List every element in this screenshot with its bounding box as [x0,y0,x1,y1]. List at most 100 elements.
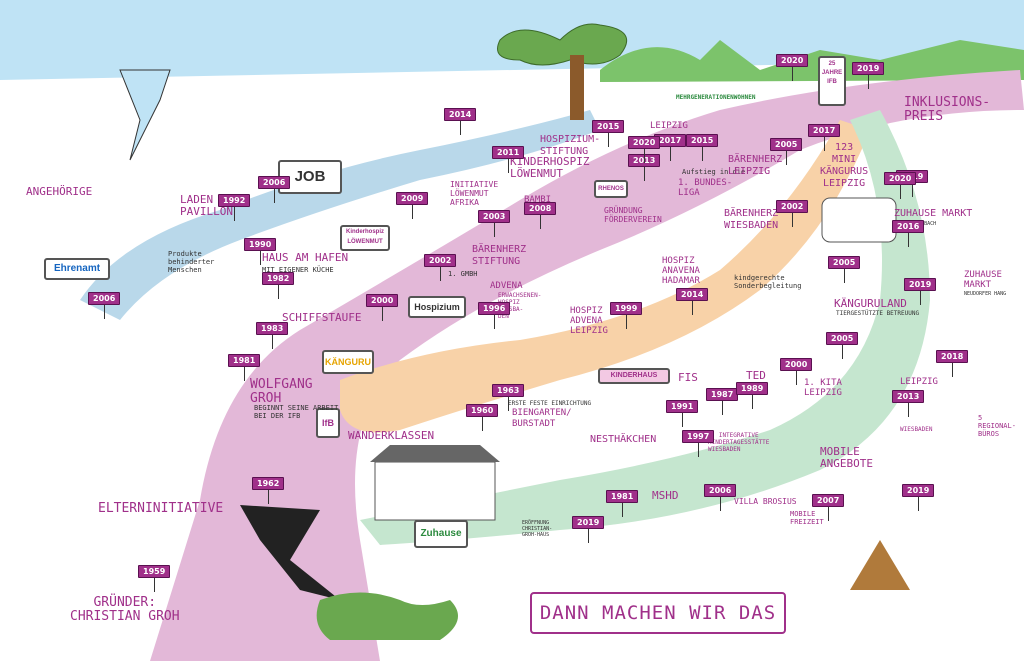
zuhause-markt2-sub-label: NEUDORFER HANG [964,291,1007,297]
hospiz-leipzig-label: HOSPIZ ADVENA LEIPZIG [570,306,608,336]
eroeffnung-label: ERÖFFNUNG CHRISTIAN- GROH-HAUS [522,520,553,538]
ifb-sign: IfB [316,408,340,438]
treeline [600,40,1024,82]
laden-pavillon-label: LADEN PAVILLON [180,193,233,218]
barenherz-leipzig-label: BÄRENHERZ LEIPZIG [728,154,783,177]
hospizium-stiftung-label: HOSPIZIUM- STIFTUNG [540,134,601,157]
year-marker: 2019 [852,62,885,89]
year-marker: 2005 [826,332,859,359]
wanderklassen-label: WANDERKLASSEN [348,429,435,442]
year-marker: 2006 [704,484,737,511]
year-marker: 1996 [478,302,511,329]
year-marker: 1983 [256,322,289,349]
kindgerechte-label: kindgerechte Sonderbegleitung [734,274,802,290]
year-marker: 2020 [776,54,809,81]
hut [850,540,910,590]
crack-top [119,69,171,161]
year-marker: 2011 [492,146,525,173]
mobile-angebote-label: MOBILE ANGEBOTE [820,445,873,470]
bus [821,197,897,243]
inklusionspreis-label: INKLUSIONS- PREIS [904,95,991,124]
bush [316,592,458,640]
path-blue [80,110,600,320]
integrative-kita-label: 1. INTEGRATIVE KINDERTAGESSTÄTTE WIESBAD… [708,432,770,453]
year-marker: 2016 [892,220,925,247]
villa-brosius-label: VILLA BROSIUS [734,497,797,506]
year-marker: 2005 [828,256,861,283]
year-marker: 2000 [366,294,399,321]
nesthaekchen-label: NESTHÄKCHEN [590,434,657,445]
tree-crown [497,23,628,66]
zuhause-sign: Zuhause [414,520,468,548]
produkte-label: Produkte behinderter Menschen [168,250,215,274]
fis-label: FIS [678,371,698,384]
year-marker: 2000 [780,358,813,385]
year-marker: 2019 [572,516,605,543]
kinderhospiz-loewenmut-label: KINDERHOSPIZ LÖWENMUT [510,155,590,180]
year-marker: 2009 [396,192,429,219]
tree-trunk [570,55,584,120]
year-marker: 2014 [676,288,709,315]
regional-bueros-label: 5 REGIONAL- BÜROS [978,414,1016,438]
year-marker: 2003 [478,210,511,237]
schiffstaufe-label: SCHIFFSTAUFE [282,311,362,324]
year-marker: 1997 [682,430,715,457]
path-green [360,110,930,545]
initiative-loewenmut-label: INITIATIVE LÖWENMUT AFRIKA [450,180,499,207]
barenherz-wiesbaden-label: BÄRENHERZ WIESBADEN [724,208,779,231]
year-marker: 1990 [244,238,277,265]
wiesbaden-right-label: WIESBADEN [900,426,933,433]
year-marker: 2020 [628,136,661,163]
aufstieg-label: Aufstieg in die [682,168,746,176]
year-marker: 1982 [262,272,295,299]
year-marker: 1981 [606,490,639,517]
angehoerige-label: ANGEHÖRIGE [26,185,93,198]
elterninitiative-label: ELTERNINITIATIVE [98,501,224,516]
zuhause-markt-label: ZUHAUSE MARKT [894,208,973,219]
year-marker: 2019 [902,484,935,511]
wolfgang-sub-label: BEGINNT SEINE ARBEIT BEI DER IFB [254,404,339,420]
year-marker: 2015 [592,120,625,147]
barenherz-stiftung-label: BÄRENHERZ STIFTUNG [472,244,527,267]
tiergestuetzte-label: TIERGESTÜTZTE BETREUUNG [836,310,920,317]
year-marker: 2019 [904,278,937,305]
foerderverein-label: GRÜNDUNG FÖRDERVEREIN [604,206,662,224]
year-marker: 1963 [492,384,525,411]
year-marker: 2017 [808,124,841,151]
year-marker: 2006 [258,176,291,203]
year-marker: 2002 [424,254,457,281]
year-marker: 2015 [686,134,719,161]
kaenguruland-label: KÄNGURULAND [834,297,907,310]
advena-label: ADVENA [490,281,523,291]
bundesliga-label: 1. BUNDES- LIGA [678,178,733,198]
path-orange [340,120,870,433]
hospizium-sign: Hospizium [408,296,466,318]
year-marker: 1981 [228,354,261,381]
year-marker: 2018 [936,350,969,377]
ted-label: TED [746,369,766,382]
kita-leipzig-label: 1. KITA LEIPZIG [804,378,842,398]
year-marker: 1991 [666,400,699,427]
year-marker: 2006 [88,292,121,319]
crack-bottom [240,505,340,600]
year-marker: 2005 [770,138,803,165]
erste-feste-label: ERSTE FESTE EINRICHTUNG [508,400,592,407]
year-marker: 2013 [628,154,661,181]
leipzig-top-label: LEIPZIG [650,121,688,131]
wolfgang-groh-label: WOLFGANG GROH [250,377,313,406]
haus-am-hafen-label: HAUS AM HAFEN [262,251,349,264]
hospiz-hadamar-label: HOSPIZ ANAVENA HADAMAR [662,256,700,286]
year-marker: 1987 [706,388,739,415]
ehrenamt-sign: Ehrenamt [44,258,110,280]
slogan-banner: DANN MACHEN WIR DAS [530,592,786,634]
kinderhospiz-sign: Kinderhospiz LÖWENMUT [340,225,390,251]
mini-kaengurus-label: 123 MINI KÄNGURUS LEIPZIG [820,142,869,189]
kinderhaus-banner: KINDERHAUS [598,368,670,384]
year-marker: 1959 [138,565,171,592]
year-marker: 2014 [444,108,477,135]
year-marker: 2002 [776,200,809,227]
ifb-25-sign: 25 JAHRE IFB [818,56,846,106]
year-marker: 1960 [466,404,499,431]
year-marker: 1989 [736,382,769,409]
